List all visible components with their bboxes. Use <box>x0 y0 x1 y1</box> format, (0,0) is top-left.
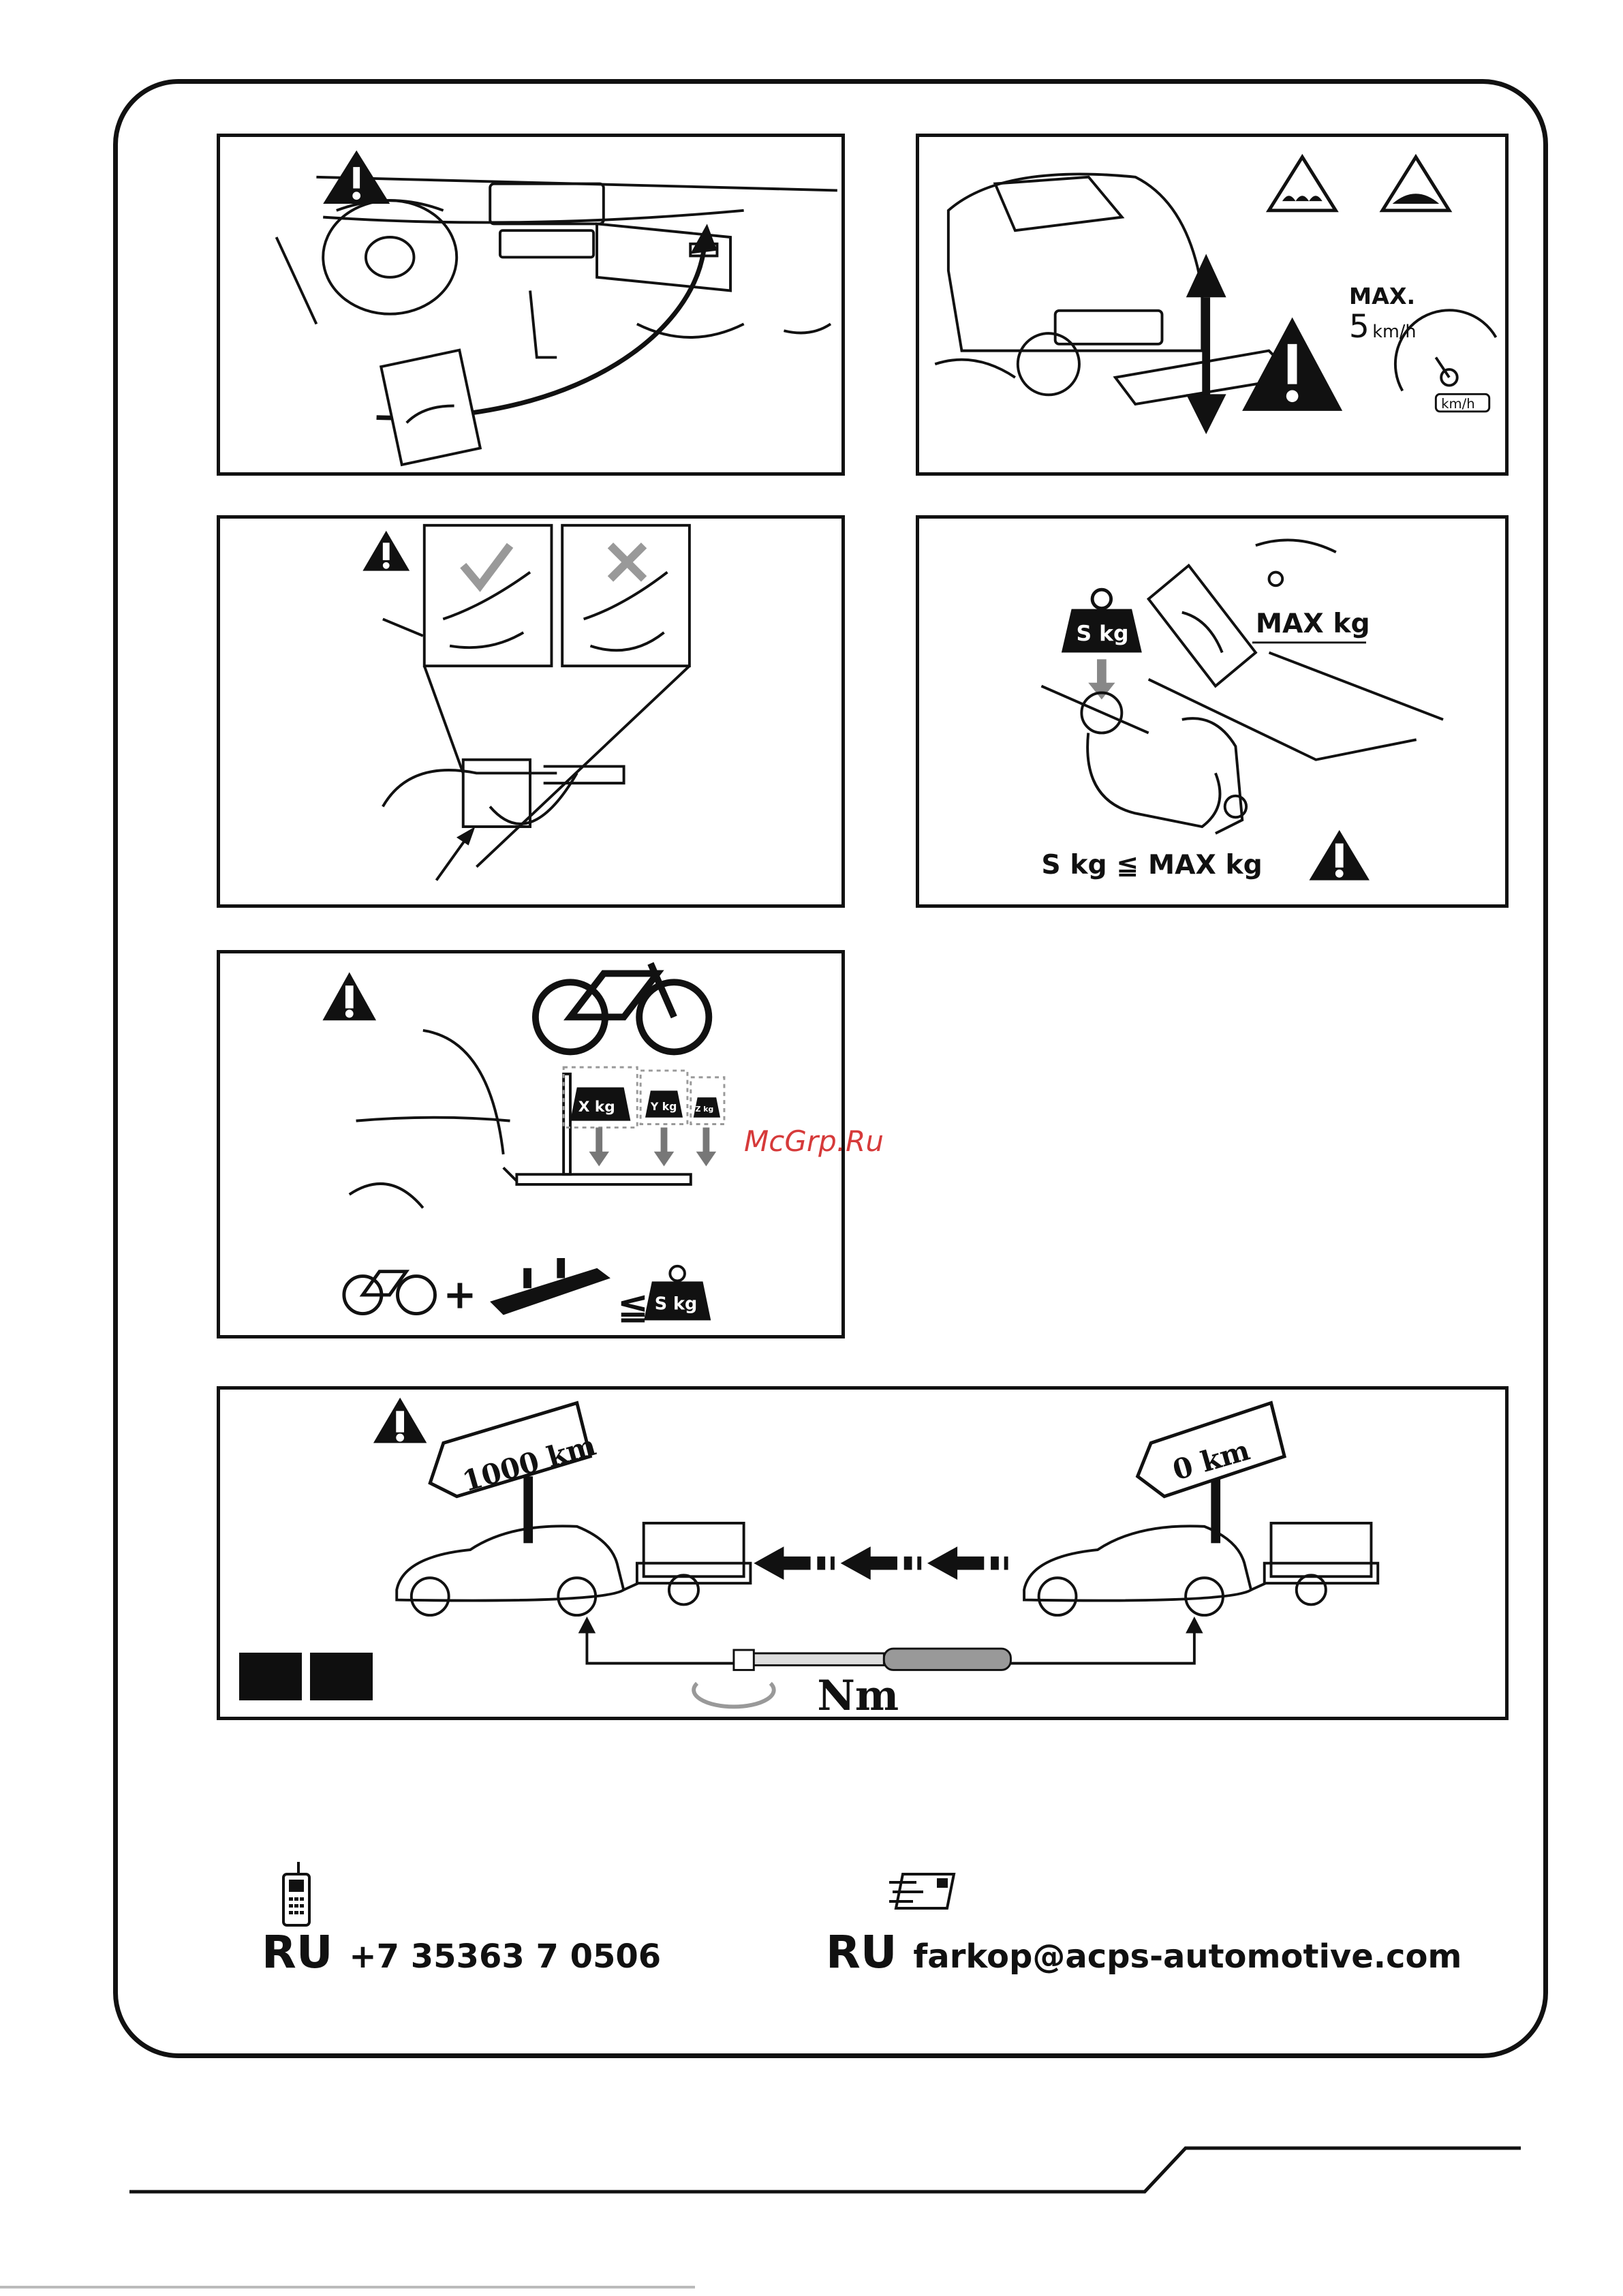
warning-icon <box>373 1398 427 1443</box>
bicycle-icon <box>536 964 709 1052</box>
safety-cable-illustration <box>220 519 841 904</box>
trailer-left-icon <box>623 1523 750 1605</box>
speed-unit: km/h <box>1372 322 1416 342</box>
bike-carrier-icon <box>490 1258 610 1315</box>
email-icon <box>889 1867 957 1915</box>
result-weight: S kg <box>655 1294 698 1315</box>
warning-icon <box>1309 830 1369 881</box>
bump-road-sign-icon <box>1269 157 1335 210</box>
speed-value: 5 <box>1349 308 1370 346</box>
max-label: MAX. <box>1349 283 1415 309</box>
torque-unit: Nm <box>817 1672 899 1717</box>
speed-warning-illustration: MAX. 5 km/h km/h <box>919 137 1505 472</box>
weight-z-icon: Z kg <box>691 1077 724 1124</box>
flag-box-2 <box>310 1653 373 1700</box>
panel-manual-glovebox <box>217 134 845 476</box>
email-address: farkop@acps-automotive.com <box>913 1938 1462 1976</box>
car-badge-icon <box>1256 540 1336 585</box>
phone-country-code: RU <box>262 1926 333 1978</box>
footer-rule <box>0 2113 1623 2296</box>
weight-y: Y kg <box>650 1100 677 1113</box>
incorrect-inset <box>562 525 690 666</box>
max-kg-label: MAX kg <box>1256 609 1370 639</box>
result-weight-icon: S kg <box>644 1266 711 1321</box>
weight-tag: S kg <box>1077 622 1129 646</box>
phone-contact: RU +7 35363 7 0506 <box>262 1926 661 1978</box>
phone-icon <box>279 1861 313 1929</box>
load-formula: S kg ≦ MAX kg <box>1041 850 1262 881</box>
car-left-icon <box>397 1526 623 1615</box>
weight-z: Z kg <box>696 1105 714 1114</box>
panel-vertical-load: S kg MAX kg S kg ≦ MAX kg <box>916 515 1509 908</box>
manual-book-icon <box>381 350 480 465</box>
panel-torque-check: 1000 km 0 km <box>217 1386 1509 1720</box>
vertical-load-illustration: S kg MAX kg S kg ≦ MAX kg <box>919 519 1505 904</box>
weight-y-icon: Y kg <box>640 1071 687 1124</box>
watermark: McGrp.Ru <box>744 1124 884 1158</box>
direction-arrows-icon <box>754 1546 1008 1580</box>
signpost-1000km: 1000 km <box>430 1403 599 1544</box>
panel-safety-cable <box>217 515 845 908</box>
dashboard-illustration <box>220 137 841 472</box>
email-country-code: RU <box>826 1926 897 1978</box>
warning-icon <box>322 973 376 1021</box>
manual-book-icon <box>1149 566 1256 686</box>
weight-x: X kg <box>578 1099 615 1116</box>
speed-bump-sign-icon <box>1382 157 1449 210</box>
up-down-arrow-icon <box>1186 254 1226 435</box>
torque-check-illustration: 1000 km 0 km <box>220 1390 1505 1717</box>
email-contact: RU farkop@acps-automotive.com <box>826 1926 1462 1978</box>
le-sign: ≦ <box>617 1283 649 1327</box>
down-arrows-icon <box>589 1127 716 1166</box>
weight-icon: S kg <box>1062 590 1142 652</box>
panel-speed-warning: MAX. 5 km/h km/h <box>916 134 1509 476</box>
weight-x-icon: X kg <box>563 1067 637 1127</box>
plus-sign: + <box>443 1271 476 1318</box>
signpost-0km: 0 km <box>1138 1403 1285 1544</box>
warning-icon <box>1242 318 1342 411</box>
warning-icon <box>362 531 409 571</box>
small-bicycle-icon <box>344 1272 435 1314</box>
gauge-unit: km/h <box>1441 396 1474 412</box>
phone-number: +7 35363 7 0506 <box>349 1938 661 1976</box>
trailer-right-icon <box>1251 1523 1378 1605</box>
flag-box-1 <box>239 1653 302 1700</box>
